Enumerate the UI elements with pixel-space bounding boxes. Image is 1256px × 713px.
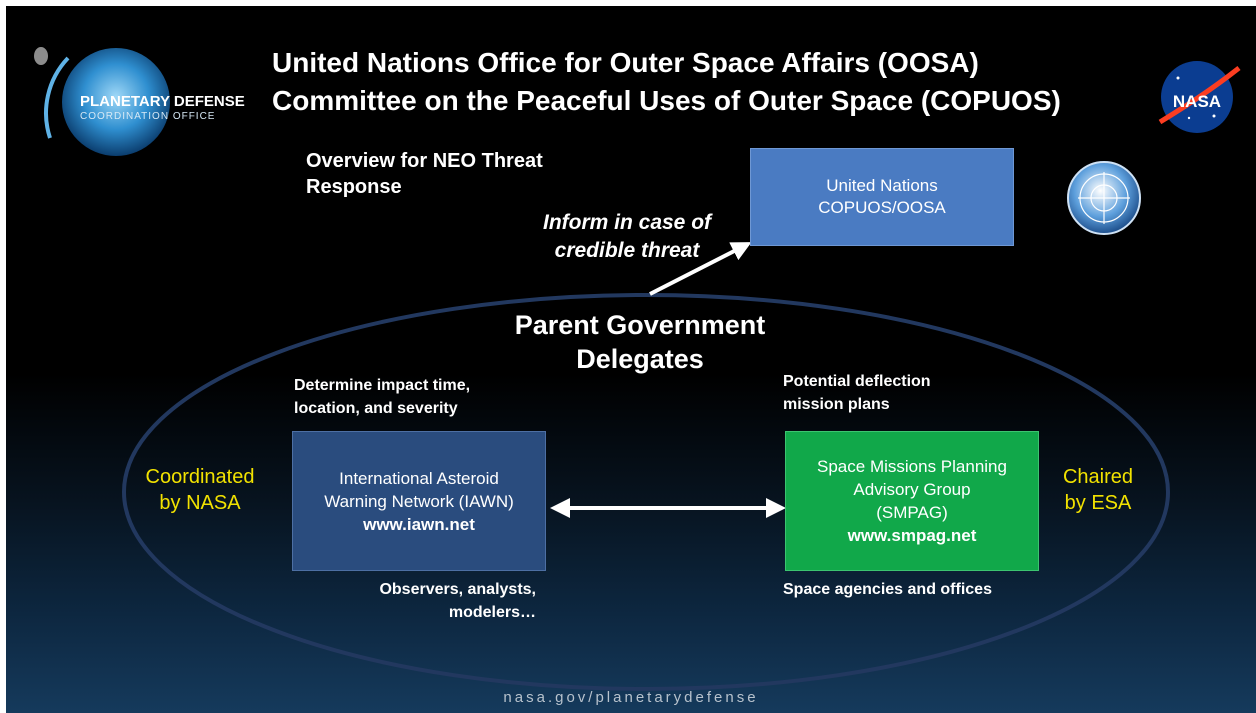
title-line-1: United Nations Office for Outer Space Af… [272, 47, 979, 78]
planetary-defense-subtitle: COORDINATION OFFICE [80, 111, 216, 122]
title-line-2: Committee on the Peaceful Uses of Outer … [272, 85, 1061, 116]
coordinated-by-label: Coordinated by NASA [136, 464, 264, 516]
inform-line-2: credible threat [554, 239, 700, 262]
overview-heading: Overview for NEO Threat Response [306, 148, 636, 200]
parent-line-1: Parent Government [514, 310, 766, 340]
un-emblem [1067, 161, 1141, 235]
chaired-by-label: Chaired by ESA [1048, 464, 1148, 516]
delegates-ellipse [122, 293, 1170, 691]
coordinated-line-2: by NASA [159, 492, 241, 514]
overview-line-1: Overview for NEO Threat [306, 150, 543, 172]
smpag-caption-line-2: mission plans [783, 396, 890, 413]
smpag-box: Space Missions Planning Advisory Group (… [785, 431, 1039, 571]
iawn-caption-line-2: location, and severity [294, 400, 458, 417]
iawn-members-line-2: modelers… [448, 604, 536, 621]
inform-line-1: Inform in case of [542, 211, 712, 234]
inform-arrow [649, 242, 752, 296]
diagram-graphics [34, 47, 1241, 691]
un-box-line-1: United Nations [826, 176, 938, 195]
orbit-arc [44, 56, 70, 139]
overview-line-2: Response [306, 176, 402, 198]
iawn-box: International Asteroid Warning Network (… [292, 431, 546, 571]
smpag-caption-line-1: Potential deflection [783, 373, 931, 390]
iawn-caption-line-1: Determine impact time, [294, 377, 471, 394]
inform-label: Inform in case of credible threat [512, 209, 742, 265]
iawn-url: www.iawn.net [363, 514, 475, 534]
smpag-caption: Potential deflection mission plans [783, 370, 1023, 416]
smpag-line-3: (SMPAG) [876, 503, 948, 522]
slide: PLANETARY DEFENSE COORDINATION OFFICE NA… [6, 6, 1256, 713]
iawn-caption: Determine impact time, location, and sev… [294, 374, 564, 420]
parent-line-2: Delegates [576, 344, 704, 374]
nasa-logo-text: NASA [1172, 92, 1222, 111]
iawn-members: Observers, analysts, modelers… [326, 578, 536, 624]
smpag-line-2: Advisory Group [853, 480, 971, 499]
planetary-defense-name: PLANETARY DEFENSE [80, 93, 245, 110]
smpag-members: Space agencies and offices [783, 581, 992, 598]
nasa-meatball-logo [1158, 61, 1241, 133]
page-title: United Nations Office for Outer Space Af… [272, 44, 1112, 120]
nasa-vector-swoosh [1158, 66, 1241, 125]
asteroid-icon [34, 47, 48, 65]
iawn-line-2: Warning Network (IAWN) [324, 491, 514, 511]
parent-government-label: Parent Government Delegates [480, 308, 800, 376]
chaired-line-2: by ESA [1064, 492, 1132, 514]
smpag-url: www.smpag.net [847, 526, 977, 545]
coordinated-line-1: Coordinated [145, 466, 255, 488]
planet-disc [62, 48, 170, 156]
planetary-defense-logo [34, 47, 170, 156]
iawn-members-line-1: Observers, analysts, [379, 581, 536, 598]
footer-url: nasa.gov/planetarydefense [503, 689, 759, 706]
chaired-line-1: Chaired [1062, 466, 1134, 488]
smpag-line-1: Space Missions Planning [817, 457, 1007, 476]
iawn-line-1: International Asteroid [339, 468, 499, 488]
un-box-line-2: COPUOS/OOSA [818, 198, 946, 217]
un-box: United Nations COPUOS/OOSA [750, 148, 1014, 246]
